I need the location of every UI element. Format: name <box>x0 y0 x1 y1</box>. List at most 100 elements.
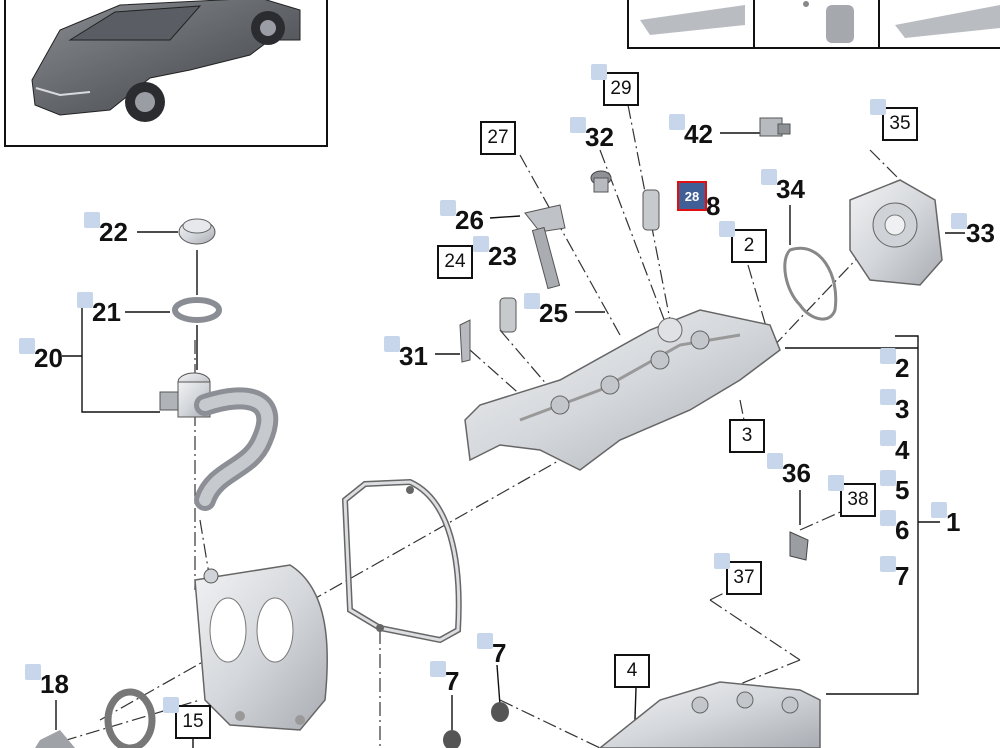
callout-21[interactable]: 21 <box>77 292 121 327</box>
marker-icon <box>880 556 896 572</box>
callout-23[interactable]: 23 <box>473 236 517 269</box>
callout-number: 32 <box>585 122 614 152</box>
marker-icon <box>163 697 179 713</box>
callout-34[interactable]: 34 <box>761 169 805 204</box>
boxed-callout-38[interactable]: 38 <box>828 475 876 517</box>
boxed-callout-4[interactable]: 4 <box>614 654 650 688</box>
camshaft-sensor <box>759 117 791 137</box>
callout-number: 4 <box>895 435 910 465</box>
solenoid-valve <box>642 189 660 231</box>
callout-number: 24 <box>444 251 466 272</box>
callout-number: 2 <box>895 353 910 383</box>
valve-cover <box>464 309 781 471</box>
callout-8[interactable]: 8 <box>706 193 720 219</box>
boxed-callout-2[interactable]: 2 <box>719 221 767 263</box>
control-valve <box>499 297 517 333</box>
marker-icon <box>767 453 783 469</box>
ignition-coil <box>524 204 566 290</box>
callout-number: 35 <box>889 113 911 134</box>
callout-number: 7 <box>895 561 910 591</box>
callout-1[interactable]: 1 <box>931 502 960 535</box>
callout-36[interactable]: 36 <box>767 453 811 488</box>
callout-7[interactable]: 7 <box>880 556 910 591</box>
marker-icon <box>524 293 540 309</box>
callout-2[interactable]: 2 <box>880 348 910 383</box>
callout-42[interactable]: 42 <box>669 114 713 149</box>
top-right-inset <box>627 0 1000 49</box>
marker-icon <box>880 389 896 405</box>
boxed-callout-27[interactable]: 27 <box>480 121 516 155</box>
boxed-callout-24[interactable]: 24 <box>437 245 473 279</box>
group-brackets <box>55 132 965 748</box>
callout-31[interactable]: 31 <box>384 336 428 371</box>
boxed-callout-15[interactable]: 15 <box>163 697 211 739</box>
callout-25[interactable]: 25 <box>524 293 568 328</box>
callout-number: 6 <box>895 515 910 545</box>
marker-icon <box>473 236 489 252</box>
marker-icon <box>591 64 607 80</box>
callout-number: 36 <box>782 458 811 488</box>
oil-plug <box>590 170 612 193</box>
callout-4[interactable]: 4 <box>880 430 910 465</box>
callout-number: 8 <box>706 191 721 221</box>
callout-number: 15 <box>182 711 204 732</box>
callout-number: 21 <box>92 297 121 327</box>
boxed-callout-35[interactable]: 35 <box>870 99 918 141</box>
boxed-callout-29[interactable]: 29 <box>591 64 639 106</box>
callout-7-lower-b[interactable]: 7 <box>430 661 460 696</box>
cylinder-head <box>598 681 821 748</box>
callout-number: 33 <box>966 218 995 248</box>
boxed-callout-37[interactable]: 37 <box>714 553 762 595</box>
callout-number: 2 <box>743 235 755 256</box>
marker-icon <box>880 510 896 526</box>
callout-number: 18 <box>40 669 69 699</box>
callout-7-lower-a[interactable]: 7 <box>477 633 507 668</box>
callout-number: 29 <box>610 78 632 99</box>
marker-icon <box>669 114 685 130</box>
callout-20[interactable]: 20 <box>19 338 63 371</box>
seal-ring <box>172 297 222 323</box>
callout-33[interactable]: 33 <box>951 213 995 248</box>
callout-number: 4 <box>626 660 638 681</box>
vacuum-pump <box>849 179 943 286</box>
marker-icon <box>440 200 456 216</box>
callout-number: 37 <box>733 567 755 588</box>
callout-22[interactable]: 22 <box>84 212 128 247</box>
callout-number: 5 <box>895 475 910 505</box>
marker-icon <box>570 117 586 133</box>
callout-number: 34 <box>776 174 805 204</box>
callout-number: 27 <box>487 127 509 148</box>
marker-icon <box>880 470 896 486</box>
callout-number: 42 <box>684 119 713 149</box>
callout-5[interactable]: 5 <box>880 470 910 505</box>
marker-icon <box>84 212 100 228</box>
bracket-part <box>459 319 471 363</box>
marker-icon <box>714 553 730 569</box>
callout-18[interactable]: 18 <box>25 664 69 699</box>
marker-icon <box>880 348 896 364</box>
callout-number: 22 <box>99 217 128 247</box>
marker-icon <box>880 430 896 446</box>
boxed-callout-3[interactable]: 3 <box>729 419 765 453</box>
marker-icon <box>931 502 947 518</box>
callout-number: 3 <box>895 394 910 424</box>
seal-ring-lower <box>35 688 156 748</box>
marker-icon <box>477 633 493 649</box>
callout-3[interactable]: 3 <box>880 389 910 424</box>
callout-number: 25 <box>539 298 568 328</box>
highlighted-callout-28[interactable]: 28 <box>677 181 707 211</box>
gasket <box>341 478 462 644</box>
callout-6[interactable]: 6 <box>880 510 910 545</box>
timing-cover <box>194 564 328 731</box>
callout-number: 7 <box>445 666 460 696</box>
callout-number: 31 <box>399 341 428 371</box>
car-illustration <box>31 0 301 122</box>
marker-icon <box>77 292 93 308</box>
position-sensor <box>789 531 809 561</box>
callout-32[interactable]: 32 <box>570 117 614 152</box>
callout-number: 26 <box>455 205 484 235</box>
callout-number: 7 <box>492 638 507 668</box>
breather-hose <box>159 372 279 511</box>
callout-26[interactable]: 26 <box>440 200 484 235</box>
marker-icon <box>25 664 41 680</box>
